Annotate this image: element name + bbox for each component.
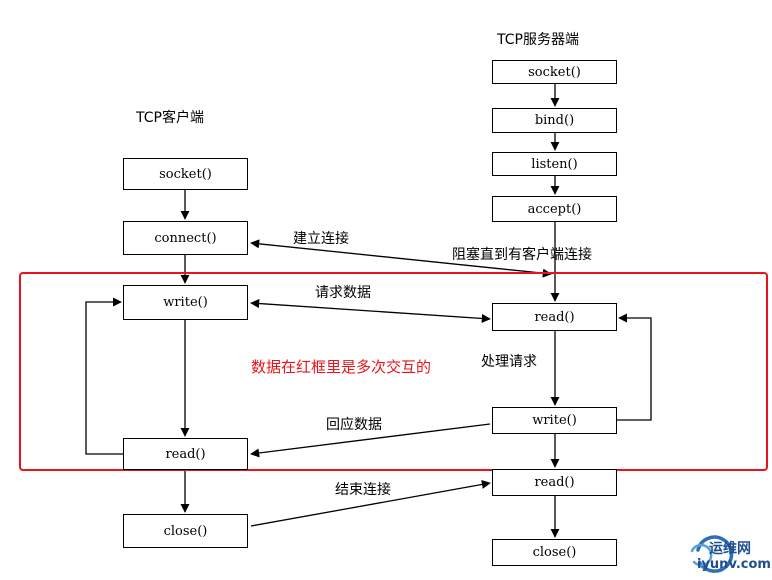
label-process: 处理请求 — [481, 354, 537, 370]
client-close-box: close() — [123, 514, 248, 548]
server-read-end-box: read() — [492, 469, 617, 496]
loop-server — [617, 313, 652, 421]
server-socket-box: socket() — [492, 60, 617, 84]
watermark-url: iyunv.com — [697, 557, 771, 572]
client-connect-box: connect() — [123, 221, 248, 255]
watermark-name: 运维网 — [709, 541, 751, 557]
label-block: 阻塞直到有客户端连接 — [452, 247, 592, 263]
client-title: TCP客户端 — [136, 110, 204, 126]
client-write-box: write() — [123, 285, 248, 320]
server-listen-box: listen() — [492, 152, 617, 176]
arrow-end — [250, 479, 491, 527]
annotation-text: 数据在红框里是多次交互的 — [251, 358, 432, 376]
highlight-frame — [19, 272, 768, 471]
loop-client — [85, 297, 123, 455]
label-connect: 建立连接 — [293, 231, 349, 247]
server-write-box: write() — [492, 407, 617, 434]
server-read-box: read() — [492, 303, 617, 331]
client-read-box: read() — [123, 438, 248, 470]
server-title: TCP服务器端 — [497, 32, 579, 48]
arrow-connect-handshake — [250, 239, 552, 278]
server-accept-box: accept() — [492, 196, 617, 222]
client-socket-box: socket() — [123, 158, 248, 190]
watermark-logo — [690, 535, 734, 573]
server-close-box: close() — [492, 539, 617, 566]
label-request: 请求数据 — [315, 285, 371, 301]
arrow-request — [250, 299, 491, 323]
arrow-response — [250, 423, 491, 458]
label-end: 结束连接 — [335, 482, 391, 498]
server-bind-box: bind() — [492, 108, 617, 133]
label-response: 回应数据 — [326, 417, 382, 433]
